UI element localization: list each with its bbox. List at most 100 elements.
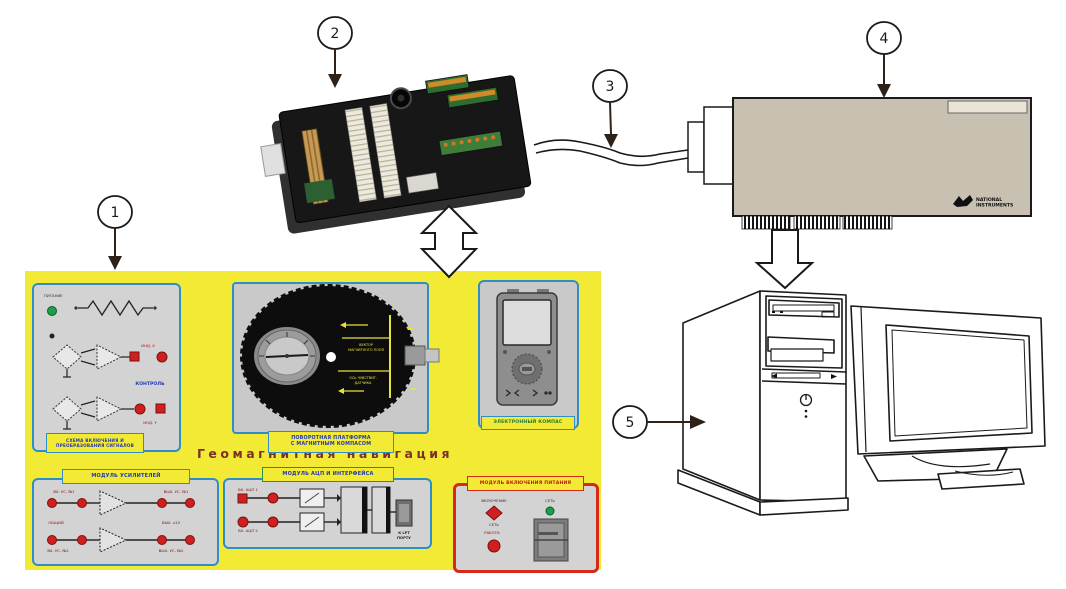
power-red-led	[487, 539, 501, 553]
amplifiers-title-tab: МОДУЛЬ УСИЛИТЕЛЕЙ	[62, 469, 190, 484]
amp-out2-label: ВЫХ. УС. №2	[159, 548, 184, 553]
power-green-led	[545, 506, 555, 516]
interface-cable	[533, 139, 689, 167]
card-label-sticker	[947, 100, 1028, 114]
platform-caption-line2: С МАГНИТНЫМ КОМПАСОМ	[290, 442, 372, 447]
amplifiers-subpanel	[32, 478, 219, 566]
power-set-label: СЕТЬ	[489, 522, 499, 527]
terminal-block-device	[260, 74, 532, 234]
power-subpanel	[453, 483, 599, 573]
amp-common-label: ОБЩИЙ	[48, 520, 64, 525]
cd-eject-button	[821, 311, 835, 318]
ni-logo-line1: NATIONAL	[976, 197, 1002, 203]
callout-4: 4	[866, 21, 902, 98]
crt-monitor	[850, 305, 1046, 490]
terminal-strip-1	[344, 107, 377, 203]
power-subpanel-graphics: ВКЛЮЧЕНИЕ СЕТЬ РАБОТА СЕТЬ	[481, 498, 569, 562]
amplifiers-subpanel-graphics: ВХ. УС. №1 ВЫХ. УС. №1 ОБЩИЙ ВЫХ. х10 ВХ…	[47, 489, 195, 553]
disc-edge-connector	[404, 345, 426, 366]
monitor-screen	[885, 324, 1033, 442]
amp-terminals	[47, 498, 195, 545]
power-label: ПИТАНИЕ	[44, 293, 63, 298]
amp-x-symbol	[96, 344, 123, 370]
ni-eagle-icon	[953, 195, 973, 207]
platform-subpanel-graphics: ВЕКТОР МАГНИТНОГО ПОЛЯ ОСЬ ЧУВСТВИТ. ДАТ…	[240, 284, 440, 428]
callout-2-number: 2	[331, 26, 340, 42]
handheld-buttons	[505, 389, 552, 397]
lpt-label-line2: ПОРТУ	[397, 536, 411, 540]
adc-in1-label: ВХ. АЦП 1	[238, 487, 258, 492]
double-arrow	[419, 204, 479, 279]
pc-tower	[677, 290, 849, 516]
tower-side	[682, 290, 761, 501]
adc-in2-label: ВХ. АЦП 2	[238, 528, 258, 533]
disc-mark-top-1: ВЕКТОР	[359, 343, 373, 347]
ni-logo-line2: INSTRUMENTS	[976, 203, 1013, 209]
lpt-label-line1: К LPT	[398, 531, 410, 535]
compass-caption-line: ЭЛЕКТРОННЫЙ КОМПАС	[493, 420, 563, 426]
amp-in1-label: ВХ. УС. №1	[53, 489, 75, 494]
callout-5: 5	[612, 405, 706, 439]
adc-subpanel-graphics: ВХ. АЦП 1 ВХ. АЦП 2 К LPT	[237, 486, 413, 540]
callouts: 1 2 3 4	[97, 16, 902, 439]
callout-3: 3	[592, 69, 628, 148]
terminal-strip-2	[369, 103, 402, 199]
power-net-label: ВКЛЮЧЕНИЕ	[481, 498, 507, 503]
amp-out1-label: ВЫХ. УС. №1	[164, 489, 189, 494]
platform-caption-line1: ПОВОРОТНАЯ ПЛАТФОРМА	[291, 435, 371, 441]
down-arrow	[754, 229, 815, 290]
power-title: МОДУЛЬ ВКЛЮЧЕНИЯ ПИТАНИЯ	[479, 480, 572, 486]
control-label: КОНТРОЛЬ	[135, 381, 165, 387]
callout-1: 1	[97, 195, 133, 270]
card-edge-pins	[741, 215, 893, 230]
card-cable-connector	[687, 121, 705, 173]
led-round-x	[156, 351, 168, 363]
power-led	[47, 306, 57, 316]
led-round-y	[134, 403, 146, 415]
sensor-x-symbol	[52, 344, 82, 370]
compass-caption: ЭЛЕКТРОННЫЙ КОМПАС	[481, 416, 575, 430]
amp-y-symbol	[96, 396, 123, 422]
ni-logo: NATIONAL INSTRUMENTS	[953, 195, 1013, 209]
adc-title: МОДУЛЬ АЦП И ИНТЕРФЕЙСА	[282, 471, 374, 478]
disc-center-pin	[326, 352, 336, 362]
cd-drive	[768, 299, 840, 318]
adc-terminal-2	[237, 516, 249, 528]
callout-1-number: 1	[111, 205, 120, 221]
power-title-tab: МОДУЛЬ ВКЛЮЧЕНИЯ ПИТАНИЯ	[467, 476, 584, 491]
handheld-screen	[502, 299, 552, 346]
amplifiers-title: МОДУЛЬ УСИЛИТЕЛЕЙ	[91, 473, 161, 480]
floppy-slot	[771, 372, 821, 379]
amp-in2-label: ВХ. УС. №2	[47, 548, 69, 553]
amp1-symbol	[99, 490, 128, 516]
block-white-connector	[406, 172, 439, 194]
sensors-caption-line2: ПРЕОБРАЗОВАНИЯ СИГНАЛОВ	[56, 443, 134, 448]
card-connector-housing	[703, 106, 734, 185]
callout-5-number: 5	[626, 415, 635, 431]
amp2-symbol	[99, 527, 128, 553]
sensor-y-symbol	[52, 396, 82, 422]
adc-terminal-1	[237, 493, 248, 504]
resistor-symbol	[78, 299, 153, 317]
sensors-caption-line1: СХЕМА ВКЛЮЧЕНИЯ И	[66, 437, 124, 443]
drive-bay-frame	[765, 295, 843, 369]
daq-card: NATIONAL INSTRUMENTS	[687, 97, 1032, 230]
power-diamond-led	[485, 505, 503, 521]
adc-title-tab: МОДУЛЬ АЦП И ИНТЕРФЕЙСА	[262, 467, 394, 482]
callout-4-number: 4	[880, 31, 889, 47]
disc-mark-top-2: МАГНИТНОГО ПОЛЯ	[348, 348, 384, 352]
platform-caption: ПОВОРОТНАЯ ПЛАТФОРМА С МАГНИТНЫМ КОМПАСО…	[268, 431, 394, 453]
compass-subpanel-graphics	[496, 289, 558, 406]
ind-y-label: ИНД. Y	[143, 420, 157, 425]
block-pcb	[304, 179, 335, 204]
disc-mark-bottom-1: ОСЬ ЧУВСТВИТ.	[349, 376, 377, 380]
amp-gain-label: ВЫХ. х10	[162, 520, 181, 525]
power-button	[799, 393, 813, 418]
power-work-label: РАБОТА	[484, 530, 500, 535]
disc-mark-bottom-2: ДАТЧИКА	[355, 381, 372, 385]
power-right-label: СЕТЬ	[545, 498, 555, 503]
sensors-subpanel-graphics: ПИТАНИЕ ИНД. X КОНТРОЛЬ	[44, 293, 168, 430]
callout-3-number: 3	[606, 79, 615, 95]
